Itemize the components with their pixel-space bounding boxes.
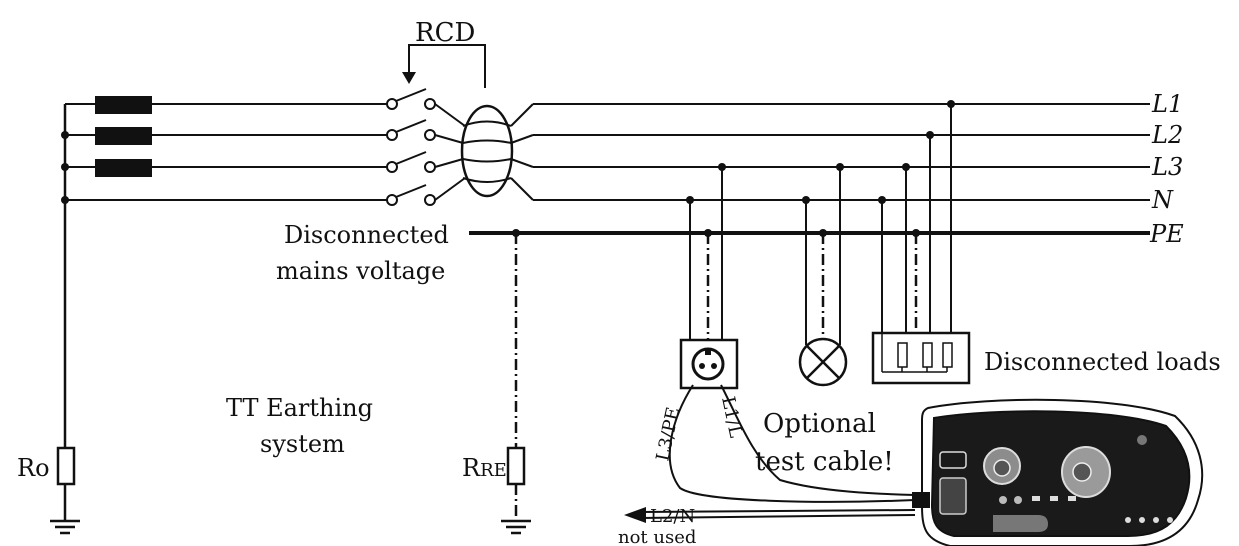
optional-label-1: Optional <box>763 409 876 439</box>
load-drops <box>881 104 952 333</box>
supply-junction-dots <box>61 131 69 204</box>
lamp-drops <box>805 167 841 345</box>
not-used-label: not used <box>618 527 696 546</box>
l3-label: L3 <box>1151 153 1183 181</box>
earth-ground-icon <box>50 519 80 535</box>
tt-earthing-label-2: system <box>260 430 345 458</box>
ro-resistor <box>56 446 76 520</box>
n-label: N <box>1151 186 1174 214</box>
socket-drops <box>689 167 723 340</box>
tester-device <box>912 398 1204 546</box>
load-box <box>871 331 971 385</box>
lamp-junction-dots <box>802 163 844 237</box>
optional-label-2: test cable! <box>755 447 894 477</box>
transformer-windings <box>95 96 152 177</box>
l1l-probe-label: L1/L <box>717 395 746 440</box>
disconnected-loads-label: Disconnected loads <box>984 348 1221 376</box>
tt-earthing-label-1: TT Earthing <box>226 394 373 422</box>
rcd-switch-contacts <box>386 88 436 206</box>
pe-junction-dot <box>512 229 520 237</box>
trip-arrow-icon <box>402 72 416 84</box>
l3pe-probe-label: L3/PE <box>652 405 684 463</box>
pe-label: PE <box>1149 220 1184 248</box>
load-junction-dots <box>878 100 955 237</box>
l2n-label: L2/N <box>650 506 695 527</box>
l2n-arrow-icon <box>624 507 646 523</box>
ro-label: Ro <box>17 454 50 482</box>
rcd-to-core-lines <box>434 103 466 201</box>
test-cables <box>639 384 916 519</box>
core-to-bus-lines <box>510 103 534 201</box>
l1-label: L1 <box>1151 90 1183 118</box>
disconnected-mains-label-1: Disconnected <box>284 221 449 249</box>
rcd-trip-link <box>408 44 486 88</box>
re-resistor <box>506 446 526 520</box>
l2-label: L2 <box>1151 121 1183 149</box>
socket-outlet-icon <box>679 338 739 390</box>
rcd-label: RCD <box>415 18 475 48</box>
lamp-icon <box>798 337 848 387</box>
disconnected-mains-label-2: mains voltage <box>276 257 445 285</box>
re-label: RRE <box>462 454 507 482</box>
rcd-toroid-core <box>460 104 514 198</box>
socket-junction-dots <box>686 163 726 237</box>
bus-lines <box>533 103 1150 201</box>
earth-ground-icon <box>501 519 531 535</box>
